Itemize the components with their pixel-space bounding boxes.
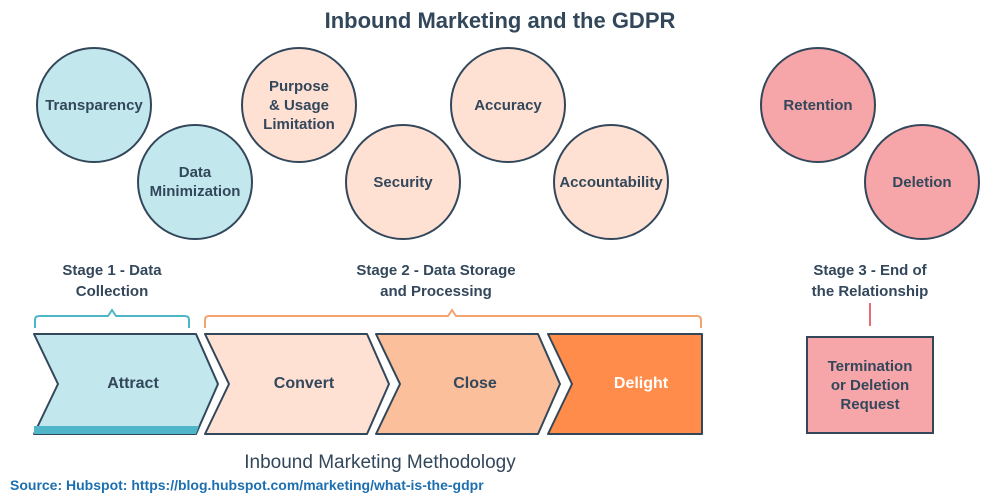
stage-1-bracket bbox=[34, 308, 190, 328]
step-attract-label: Attract bbox=[107, 375, 159, 392]
stage-2-label: Stage 2 - Data Storage and Processing bbox=[356, 262, 516, 300]
step-delight-label: Delight bbox=[613, 375, 669, 392]
step-convert-label: Convert bbox=[273, 375, 335, 392]
page-title: Inbound Marketing and the GDPR bbox=[324, 8, 676, 33]
source-citation: Source: Hubspot: https://blog.hubspot.co… bbox=[10, 477, 484, 493]
methodology-caption: Inbound Marketing Methodology bbox=[244, 452, 516, 473]
chevron-close bbox=[375, 333, 561, 435]
chevron-attract-base bbox=[34, 426, 199, 434]
termination-box: Termination or Deletion Request bbox=[806, 336, 934, 434]
step-close-label: Close bbox=[453, 375, 497, 392]
stage-3-label: Stage 3 - End of the Relationship bbox=[811, 262, 929, 300]
chevron-convert bbox=[204, 333, 390, 435]
principle-security: Security bbox=[345, 124, 461, 240]
stage-2-bracket bbox=[204, 308, 702, 328]
chevron-delight bbox=[547, 333, 703, 435]
principle-accountability: Accountability bbox=[553, 124, 669, 240]
principle-transparency: Transparency bbox=[36, 47, 152, 163]
principle-data-minimization: Data Minimization bbox=[137, 124, 253, 240]
principle-accuracy: Accuracy bbox=[450, 47, 566, 163]
stage-1-label: Stage 1 - Data Collection bbox=[62, 262, 162, 300]
principle-deletion: Deletion bbox=[864, 124, 980, 240]
principle-retention: Retention bbox=[760, 47, 876, 163]
principle-purpose-usage-limitation: Purpose & Usage Limitation bbox=[241, 47, 357, 163]
